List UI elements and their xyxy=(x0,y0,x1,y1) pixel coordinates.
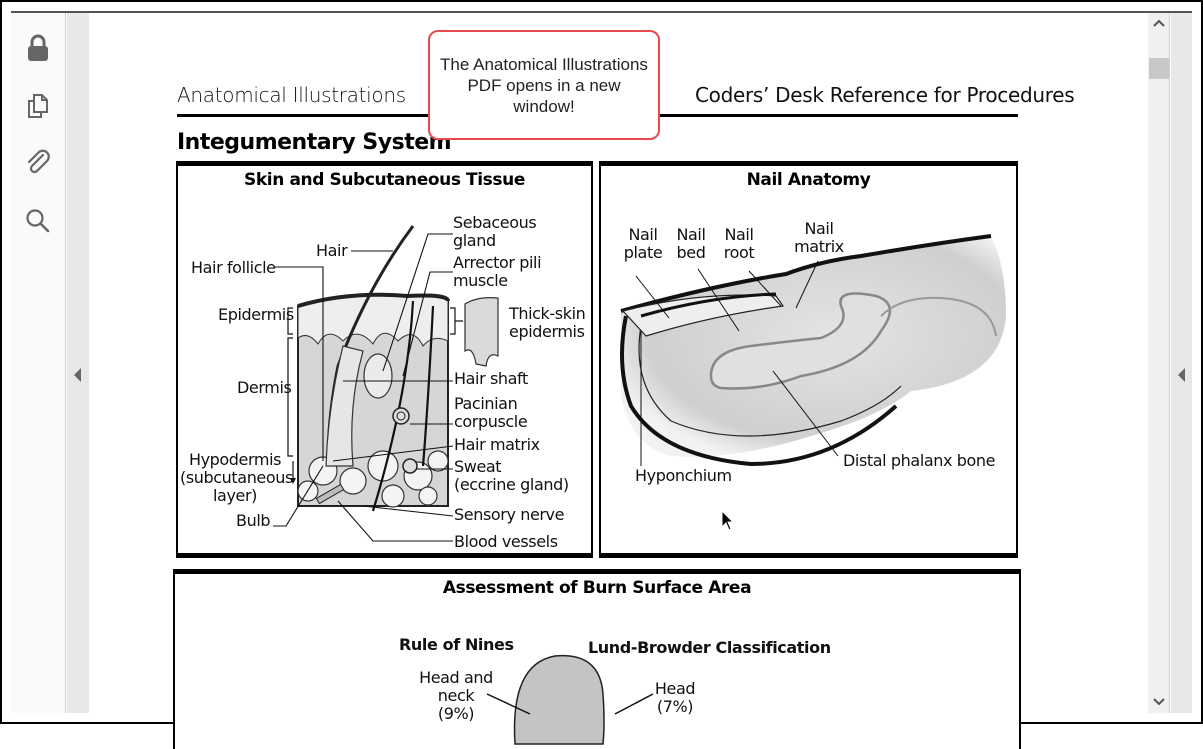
right-panel-strip xyxy=(1171,13,1192,713)
chevron-down-icon xyxy=(1153,698,1165,706)
collapse-left-panel-button[interactable] xyxy=(67,355,89,395)
security-button[interactable] xyxy=(23,33,53,63)
label-head-neck-2: neck xyxy=(437,686,475,705)
skin-panel-title: Skin and Subcutaneous Tissue xyxy=(244,170,525,190)
label-pacinian-1: Pacinian xyxy=(454,394,518,413)
paperclip-icon xyxy=(27,149,50,174)
mouse-cursor-icon xyxy=(721,509,735,531)
annotation-callout: The Anatomical Illustrations PDF opens i… xyxy=(428,30,660,140)
scroll-thumb[interactable] xyxy=(1149,57,1169,79)
label-nail-plate-2: plate xyxy=(623,243,663,262)
scroll-down-button[interactable] xyxy=(1148,693,1170,711)
label-hypodermis-3: layer) xyxy=(213,486,257,505)
nail-anatomy-illustration xyxy=(620,234,1006,467)
label-bulb: Bulb xyxy=(236,511,271,530)
label-blood-vessels: Blood vessels xyxy=(454,532,558,551)
label-head-2: (7%) xyxy=(656,697,694,716)
label-nail-bed-2: bed xyxy=(676,243,706,262)
label-sweat-2: (eccrine gland) xyxy=(454,475,569,494)
lund-browder-heading: Lund-Browder Classification xyxy=(588,638,831,657)
label-hair-follicle: Hair follicle xyxy=(191,258,276,277)
label-hypodermis-1: Hypodermis xyxy=(188,450,282,469)
triangle-left-icon xyxy=(74,368,81,382)
label-epidermis: Epidermis xyxy=(218,305,294,324)
window-top-divider xyxy=(11,11,1192,13)
rule-of-nines-heading: Rule of Nines xyxy=(399,635,514,654)
label-sweat-1: Sweat xyxy=(454,457,502,476)
skin-illustration-panel: Skin and Subcutaneous Tissue xyxy=(176,161,593,558)
running-header-left: Anatomical Illustrations xyxy=(177,83,406,107)
label-thick-skin-2: epidermis xyxy=(509,322,585,341)
expand-right-panel-button[interactable] xyxy=(1171,355,1193,395)
attachments-button[interactable] xyxy=(23,148,53,178)
label-head-1: Head xyxy=(654,679,696,698)
burn-panel-title: Assessment of Burn Surface Area xyxy=(442,578,752,598)
label-hair: Hair xyxy=(316,241,348,260)
left-toolbar xyxy=(11,13,66,713)
nail-illustration-panel: Nail Anatomy xyxy=(599,161,1018,558)
label-head-neck-3: (9%) xyxy=(437,704,475,723)
label-hair-shaft: Hair shaft xyxy=(454,369,528,388)
left-panel-collapse-strip xyxy=(67,13,89,713)
triangle-left-icon xyxy=(1178,368,1185,382)
search-button[interactable] xyxy=(23,206,53,236)
label-nail-plate-1: Nail xyxy=(628,225,658,244)
label-sebaceous-gland-1: Sebaceous xyxy=(453,213,537,232)
document-viewport[interactable]: Anatomical Illustrations Coders’ Desk Re… xyxy=(89,13,1148,749)
label-thick-skin-1: Thick-skin xyxy=(509,304,586,323)
label-nail-matrix-2: matrix xyxy=(794,237,844,256)
vertical-scrollbar[interactable] xyxy=(1148,13,1170,713)
label-nail-root-1: Nail xyxy=(724,225,754,244)
label-nail-bed-1: Nail xyxy=(676,225,706,244)
chevron-up-icon xyxy=(1153,19,1165,27)
nail-panel-title: Nail Anatomy xyxy=(746,170,871,190)
search-icon xyxy=(26,209,50,233)
burn-assessment-panel: Assessment of Burn Surface Area Rule of … xyxy=(173,569,1021,749)
label-nail-root-2: root xyxy=(723,243,755,262)
running-header-right: Coders’ Desk Reference for Procedures xyxy=(695,83,1075,107)
label-arrector-pili-2: muscle xyxy=(453,271,508,290)
lock-icon xyxy=(28,34,48,61)
scroll-up-button[interactable] xyxy=(1148,14,1170,32)
section-title: Integumentary System xyxy=(177,130,452,155)
label-hyponchium: Hyponchium xyxy=(635,466,732,485)
label-sebaceous-gland-2: gland xyxy=(453,231,496,250)
label-sensory-nerve: Sensory nerve xyxy=(454,505,565,524)
skin-cross-section-illustration xyxy=(273,225,499,542)
label-distal-phalanx: Distal phalanx bone xyxy=(843,451,996,470)
copy-pages-icon xyxy=(28,94,48,118)
label-arrector-pili-1: Arrector pili xyxy=(453,253,542,272)
label-hypodermis-2: (subcutaneous xyxy=(180,468,293,487)
label-head-neck-1: Head and xyxy=(419,668,493,687)
label-dermis: Dermis xyxy=(237,378,292,397)
label-hair-matrix: Hair matrix xyxy=(454,435,540,454)
label-pacinian-2: corpuscle xyxy=(454,412,528,431)
page-thumbnails-button[interactable] xyxy=(23,91,53,121)
burn-body-illustration xyxy=(486,654,654,745)
label-nail-matrix-1: Nail xyxy=(804,219,834,238)
